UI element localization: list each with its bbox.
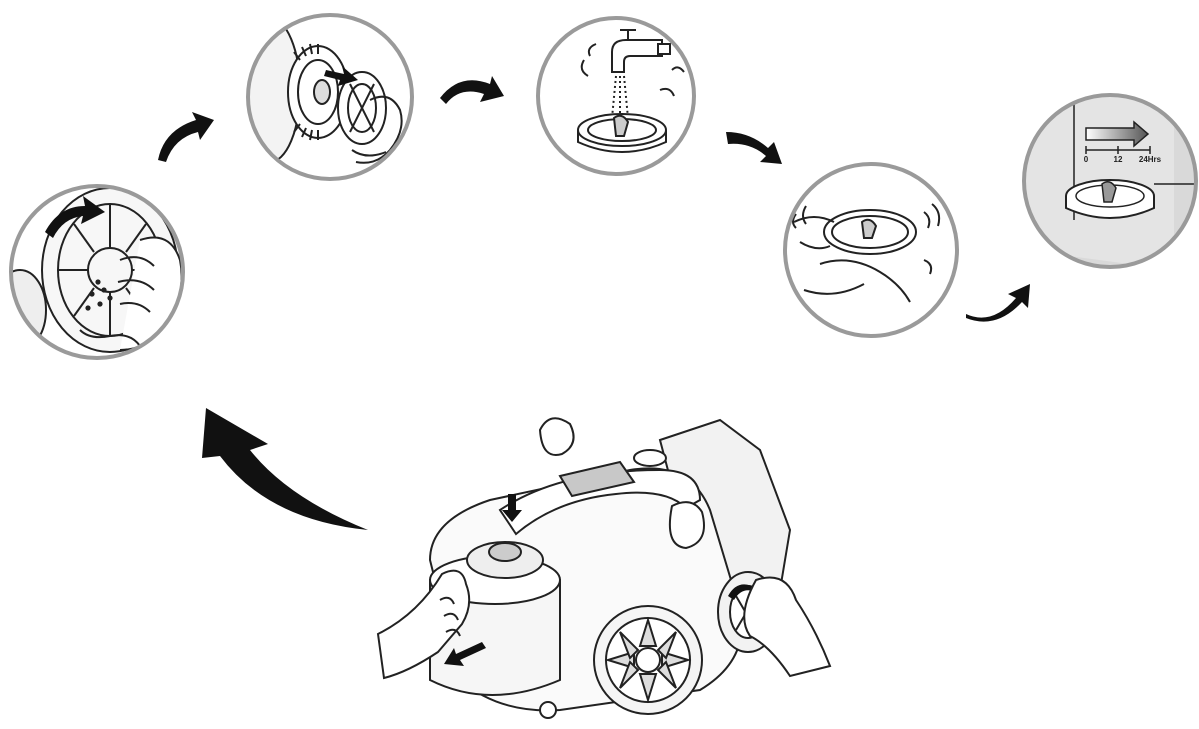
timer-label-0: 0 xyxy=(1084,155,1089,164)
flow-arrow-2-icon xyxy=(440,76,504,104)
flow-arrow-3-icon xyxy=(726,132,782,164)
step-2-remove-filter xyxy=(240,15,412,179)
step-4-shake xyxy=(785,164,957,336)
flow-arrow-4-icon xyxy=(966,284,1030,322)
step-1-rotate-cover xyxy=(0,186,183,358)
step-3-rinse xyxy=(538,18,694,174)
large-curved-arrow-icon xyxy=(202,408,368,530)
timer-label-24hrs: 24Hrs xyxy=(1139,155,1162,164)
timer-label-12: 12 xyxy=(1114,155,1123,164)
step-5-dry-24h: 0 12 24Hrs xyxy=(1024,70,1196,270)
vacuum-cleaner xyxy=(378,418,830,718)
flow-arrow-1-icon xyxy=(158,112,214,162)
